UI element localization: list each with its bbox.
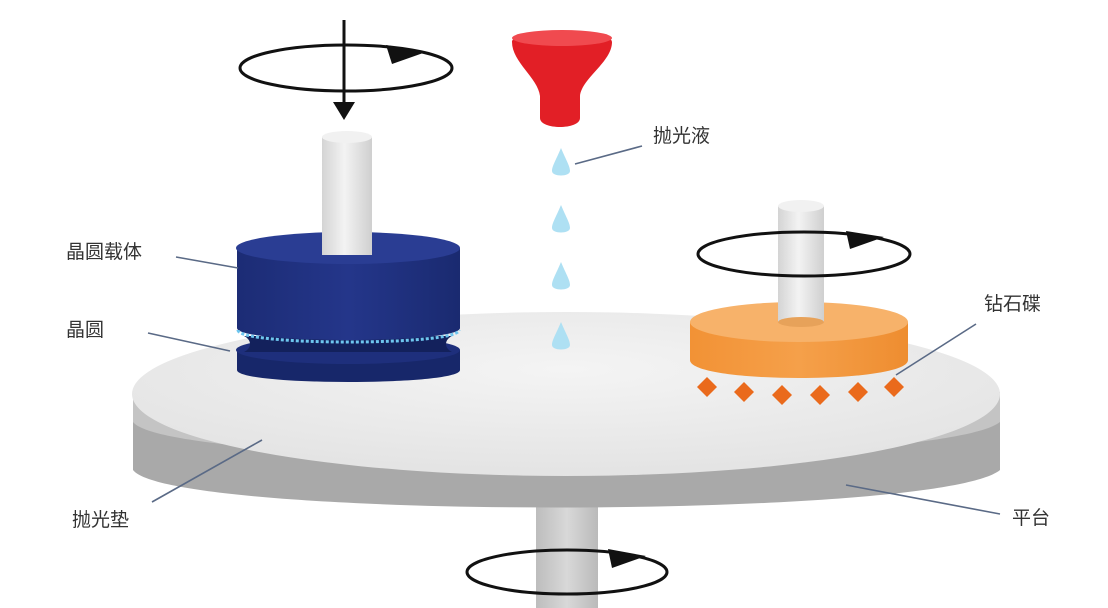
label-slurry: 抛光液 [653,125,710,147]
diamond-disc-assembly [690,200,908,405]
carrier-spindle [322,137,372,255]
label-platform: 平台 [1012,507,1050,529]
slurry-film [236,328,461,344]
leader-carrier [175,256,239,269]
slurry-drop [552,205,570,233]
label-diamond-disc: 钻石碟 [984,293,1041,315]
label-wafer-carrier: 晶圆载体 [66,241,142,263]
leader-disc [895,323,977,376]
disc-spindle [778,206,824,322]
slurry-drop [552,262,570,290]
downforce-arrow [333,20,355,120]
slurry-drop [552,148,570,176]
label-polishing-pad: 抛光垫 [72,509,129,531]
leader-pad [151,439,263,503]
platform-stem [536,500,598,608]
stem-rotation-arrow [465,548,669,596]
label-wafer: 晶圆 [66,319,104,341]
slurry-drop [552,322,570,350]
slurry-nozzle [512,30,612,127]
diamond-teeth [697,377,904,405]
disc-rotation-arrow [696,230,912,278]
leader-platform [845,484,1001,515]
leader-lines [147,145,1001,515]
wafer-carrier-assembly [236,131,461,382]
carrier-rotation-arrow [238,43,454,93]
leader-wafer [147,332,231,352]
wafer-carrier [237,248,460,340]
leader-slurry [574,145,643,165]
slurry-drops [552,148,570,350]
